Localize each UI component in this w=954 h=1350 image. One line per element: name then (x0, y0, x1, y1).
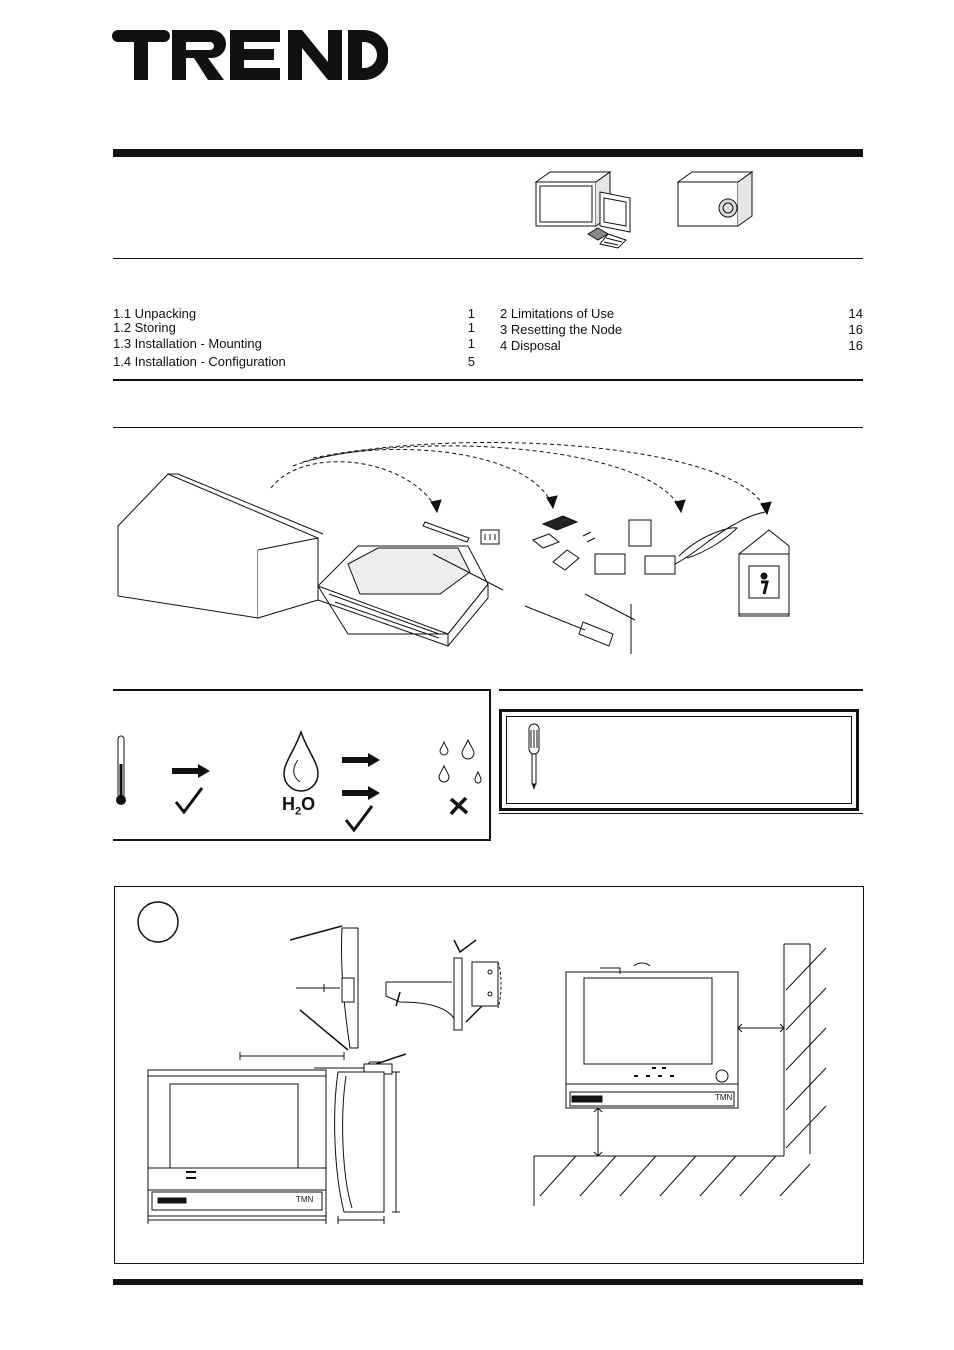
toc-item[interactable]: 1.3 Installation - Mounting 1 (113, 336, 475, 352)
table-of-contents: 1.1 Unpacking 1 1.2 Storing 1 1.3 Instal… (113, 306, 863, 370)
toc-item[interactable]: 1.2 Storing 1 (113, 320, 475, 336)
toc-page: 16 (848, 338, 863, 353)
toc-page: 14 (848, 306, 863, 321)
water-drop-icon (283, 730, 319, 792)
toc-label: 1.1 Unpacking (113, 306, 197, 321)
checkmark-icon (344, 805, 374, 832)
h2o-label: H2O (282, 794, 316, 818)
device-label: TMN (296, 1195, 314, 1204)
device-label: TMN (715, 1093, 733, 1102)
toc-label: 3 Resetting the Node (500, 322, 623, 337)
tool-requirement-inner-box (506, 716, 852, 804)
toc-label: 1.4 Installation - Configuration (113, 354, 286, 369)
step-circle-icon (137, 901, 179, 943)
storage-conditions-panel (113, 689, 491, 841)
mounting-diagram-frame (114, 886, 864, 1264)
section-divider-1 (113, 258, 863, 259)
toc-item[interactable]: 2 Limitations of Use 14 (500, 306, 863, 322)
unpacking-illustration (117, 442, 790, 654)
arrow-right-icon (172, 764, 210, 778)
cross-icon (449, 796, 469, 816)
condensation-drops-icon (438, 738, 482, 784)
toc-page: 5 (467, 354, 475, 369)
screwdriver-icon (528, 723, 540, 790)
checkmark-icon (174, 787, 204, 814)
header-rule (113, 149, 863, 157)
footer-rule (113, 1279, 863, 1285)
panel-top-rule (499, 689, 863, 691)
toc-page: 1 (467, 306, 475, 321)
toc-item[interactable]: 1.1 Unpacking 1 (113, 306, 475, 322)
toc-page: 1 (467, 336, 475, 351)
toc-label: 4 Disposal (500, 338, 561, 353)
section-divider-2 (113, 379, 863, 381)
mounting-diagram (147, 925, 827, 1224)
toc-label: 1.2 Storing (113, 320, 176, 335)
toc-item[interactable]: 4 Disposal 16 (500, 338, 863, 354)
toc-label: 1.3 Installation - Mounting (113, 336, 262, 351)
arrow-right-icon (342, 786, 380, 800)
temperature-icon (116, 735, 126, 805)
toc-page: 16 (848, 322, 863, 337)
section-divider-3 (113, 427, 863, 428)
storage-box-illustration (534, 171, 754, 249)
toc-label: 2 Limitations of Use (500, 306, 615, 321)
trend-logo (112, 30, 388, 80)
arrow-right-icon (342, 753, 380, 767)
toc-page: 1 (467, 320, 475, 335)
toc-item[interactable]: 1.4 Installation - Configuration 5 (113, 354, 475, 370)
panel-bottom-rule (499, 813, 863, 814)
tool-requirement-box (499, 709, 859, 811)
toc-item[interactable]: 3 Resetting the Node 16 (500, 322, 863, 338)
